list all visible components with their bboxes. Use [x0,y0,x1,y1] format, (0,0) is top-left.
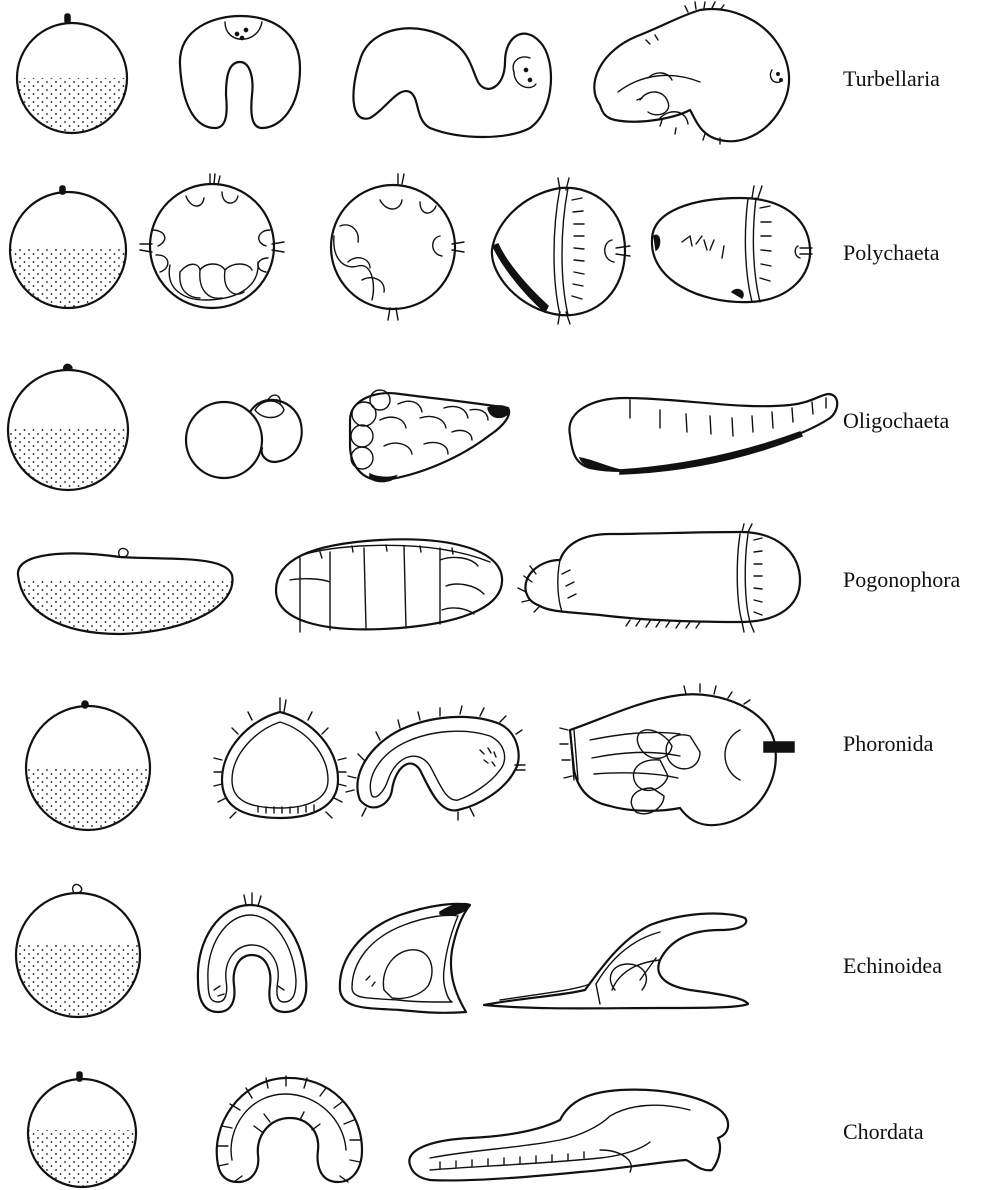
phoronida-embryo [346,706,525,820]
label-turbellaria: Turbellaria [843,66,940,92]
pogonophora-egg [16,548,236,638]
echinoidea-gastrula [198,893,306,1012]
turbellaria-egg [14,14,134,138]
polychaeta-trochophore [492,178,630,324]
echinoidea-egg [14,884,142,1017]
phoronida-blastula [214,698,346,818]
label-pogonophora: Pogonophora [843,567,960,593]
polychaeta-gastrula [331,174,464,320]
row-pogonophora-drawings [16,524,800,638]
label-chordata: Chordata [843,1119,924,1145]
row-oligochaeta-drawings [6,364,837,493]
row-polychaeta-drawings [8,174,812,324]
row-phoronida-drawings [24,684,794,834]
oligochaeta-embryo [350,390,509,482]
turbellaria-stage-3 [353,28,551,137]
polychaeta-larva [652,186,812,302]
turbellaria-mueller-larva [594,2,789,144]
row-echinoidea-drawings [14,884,748,1017]
oligochaeta-cleavage [186,395,302,478]
chordata-larva [409,1090,728,1181]
turbellaria-stage-2 [180,16,300,128]
label-echinoidea: Echinoidea [843,953,942,979]
label-polychaeta: Polychaeta [843,240,940,266]
pogonophora-embryo [276,539,502,632]
pogonophora-larva [518,524,800,632]
chordata-gastrula [217,1076,362,1182]
phoronida-egg [24,701,152,834]
row-turbellaria-drawings [14,2,789,144]
polychaeta-egg [8,186,128,310]
label-oligochaeta: Oligochaeta [843,408,949,434]
chordata-egg [26,1072,138,1190]
polychaeta-blastula [140,174,284,308]
oligochaeta-worm [569,394,837,474]
oligochaeta-egg [6,364,132,493]
echinoidea-prism [340,904,470,1013]
row-chordata-drawings [26,1072,728,1190]
label-phoronida: Phoronida [843,731,933,757]
phoronida-actinotroch [560,684,794,825]
echinoidea-pluteus [484,914,748,1009]
